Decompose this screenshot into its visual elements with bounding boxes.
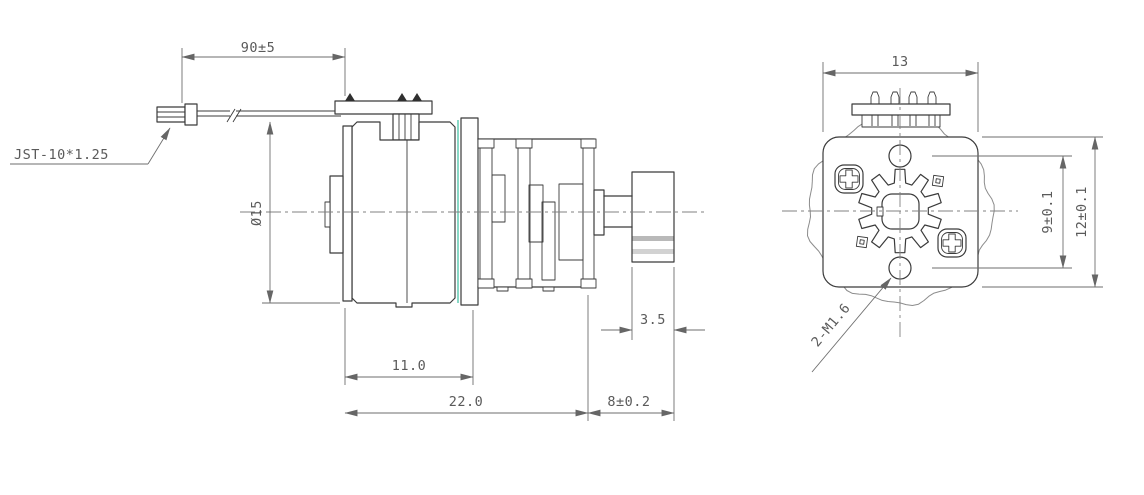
connector-strip — [851, 103, 951, 116]
mount-hole-leader-arrow — [811, 277, 892, 373]
dim-total-body-length-text: 22.0 — [449, 394, 484, 410]
dim-total-body-length: 22.0 — [344, 295, 589, 421]
phillips-cross-icon — [942, 233, 962, 253]
gearbox — [477, 138, 597, 292]
motor-body — [324, 117, 479, 308]
dim-plate-height: 12±0.1 — [982, 136, 1103, 288]
pcb-strip — [334, 93, 433, 141]
dim-motor-diameter-text: Ø15 — [249, 200, 265, 226]
locating-pin-top-right — [931, 174, 945, 188]
output-pinion — [631, 171, 675, 263]
gearbox-foot — [496, 286, 509, 292]
side-view: JST-10*1.25 — [10, 40, 706, 421]
screw-top-left — [834, 164, 864, 194]
dim-plate-width-text: 13 — [891, 54, 908, 70]
connector-label: JST-10*1.25 — [14, 147, 109, 163]
front-connector — [851, 91, 951, 128]
rear-bearing-boss — [329, 175, 344, 254]
dim-motor-length-text: 11.0 — [392, 358, 427, 374]
gearbox-foot — [542, 286, 555, 292]
rear-shaft-nub — [324, 201, 331, 228]
dim-hole-spacing-text: 9±0.1 — [1040, 190, 1056, 233]
dim-plate-height-text: 12±0.1 — [1074, 186, 1090, 238]
header-block — [392, 113, 420, 141]
dim-hole-spacing: 9±0.1 — [932, 155, 1072, 269]
motor-front-plate — [460, 117, 479, 306]
dim-motor-diameter: Ø15 — [249, 121, 340, 304]
phillips-cross-icon — [839, 169, 859, 189]
dim-pinion-width-text: 3.5 — [640, 312, 666, 328]
cable — [197, 108, 341, 123]
dim-shaft-length: 8±0.2 — [587, 394, 675, 417]
screw-bottom-right — [937, 228, 967, 258]
drive-shaft — [593, 189, 633, 236]
dim-motor-length: 11.0 — [344, 308, 474, 385]
gearbox-posts — [477, 138, 597, 289]
connector-pins — [870, 91, 937, 126]
dim-pinion-width: 3.5 — [601, 267, 705, 421]
solder-pins — [345, 93, 422, 101]
connector-leader-arrow — [147, 127, 171, 165]
locating-pin-bottom-left — [855, 235, 869, 249]
mount-hole-label-text: 2-M1.6 — [808, 300, 854, 350]
cable-break-mark — [226, 108, 242, 123]
dim-shaft-length-text: 8±0.2 — [607, 394, 650, 410]
dim-cable-length: 90±5 — [181, 40, 346, 103]
dim-plate-width: 13 — [822, 54, 979, 132]
motor-rear-plate — [342, 125, 353, 302]
gear-train — [491, 174, 584, 281]
dim-cable-length-text: 90±5 — [241, 40, 276, 56]
front-view: 13 9±0.1 12±0.1 2-M1.6 — [782, 54, 1103, 373]
jst-connector — [156, 103, 198, 126]
gear-hub-hole — [876, 193, 920, 230]
connector-callout: JST-10*1.25 — [10, 127, 171, 165]
